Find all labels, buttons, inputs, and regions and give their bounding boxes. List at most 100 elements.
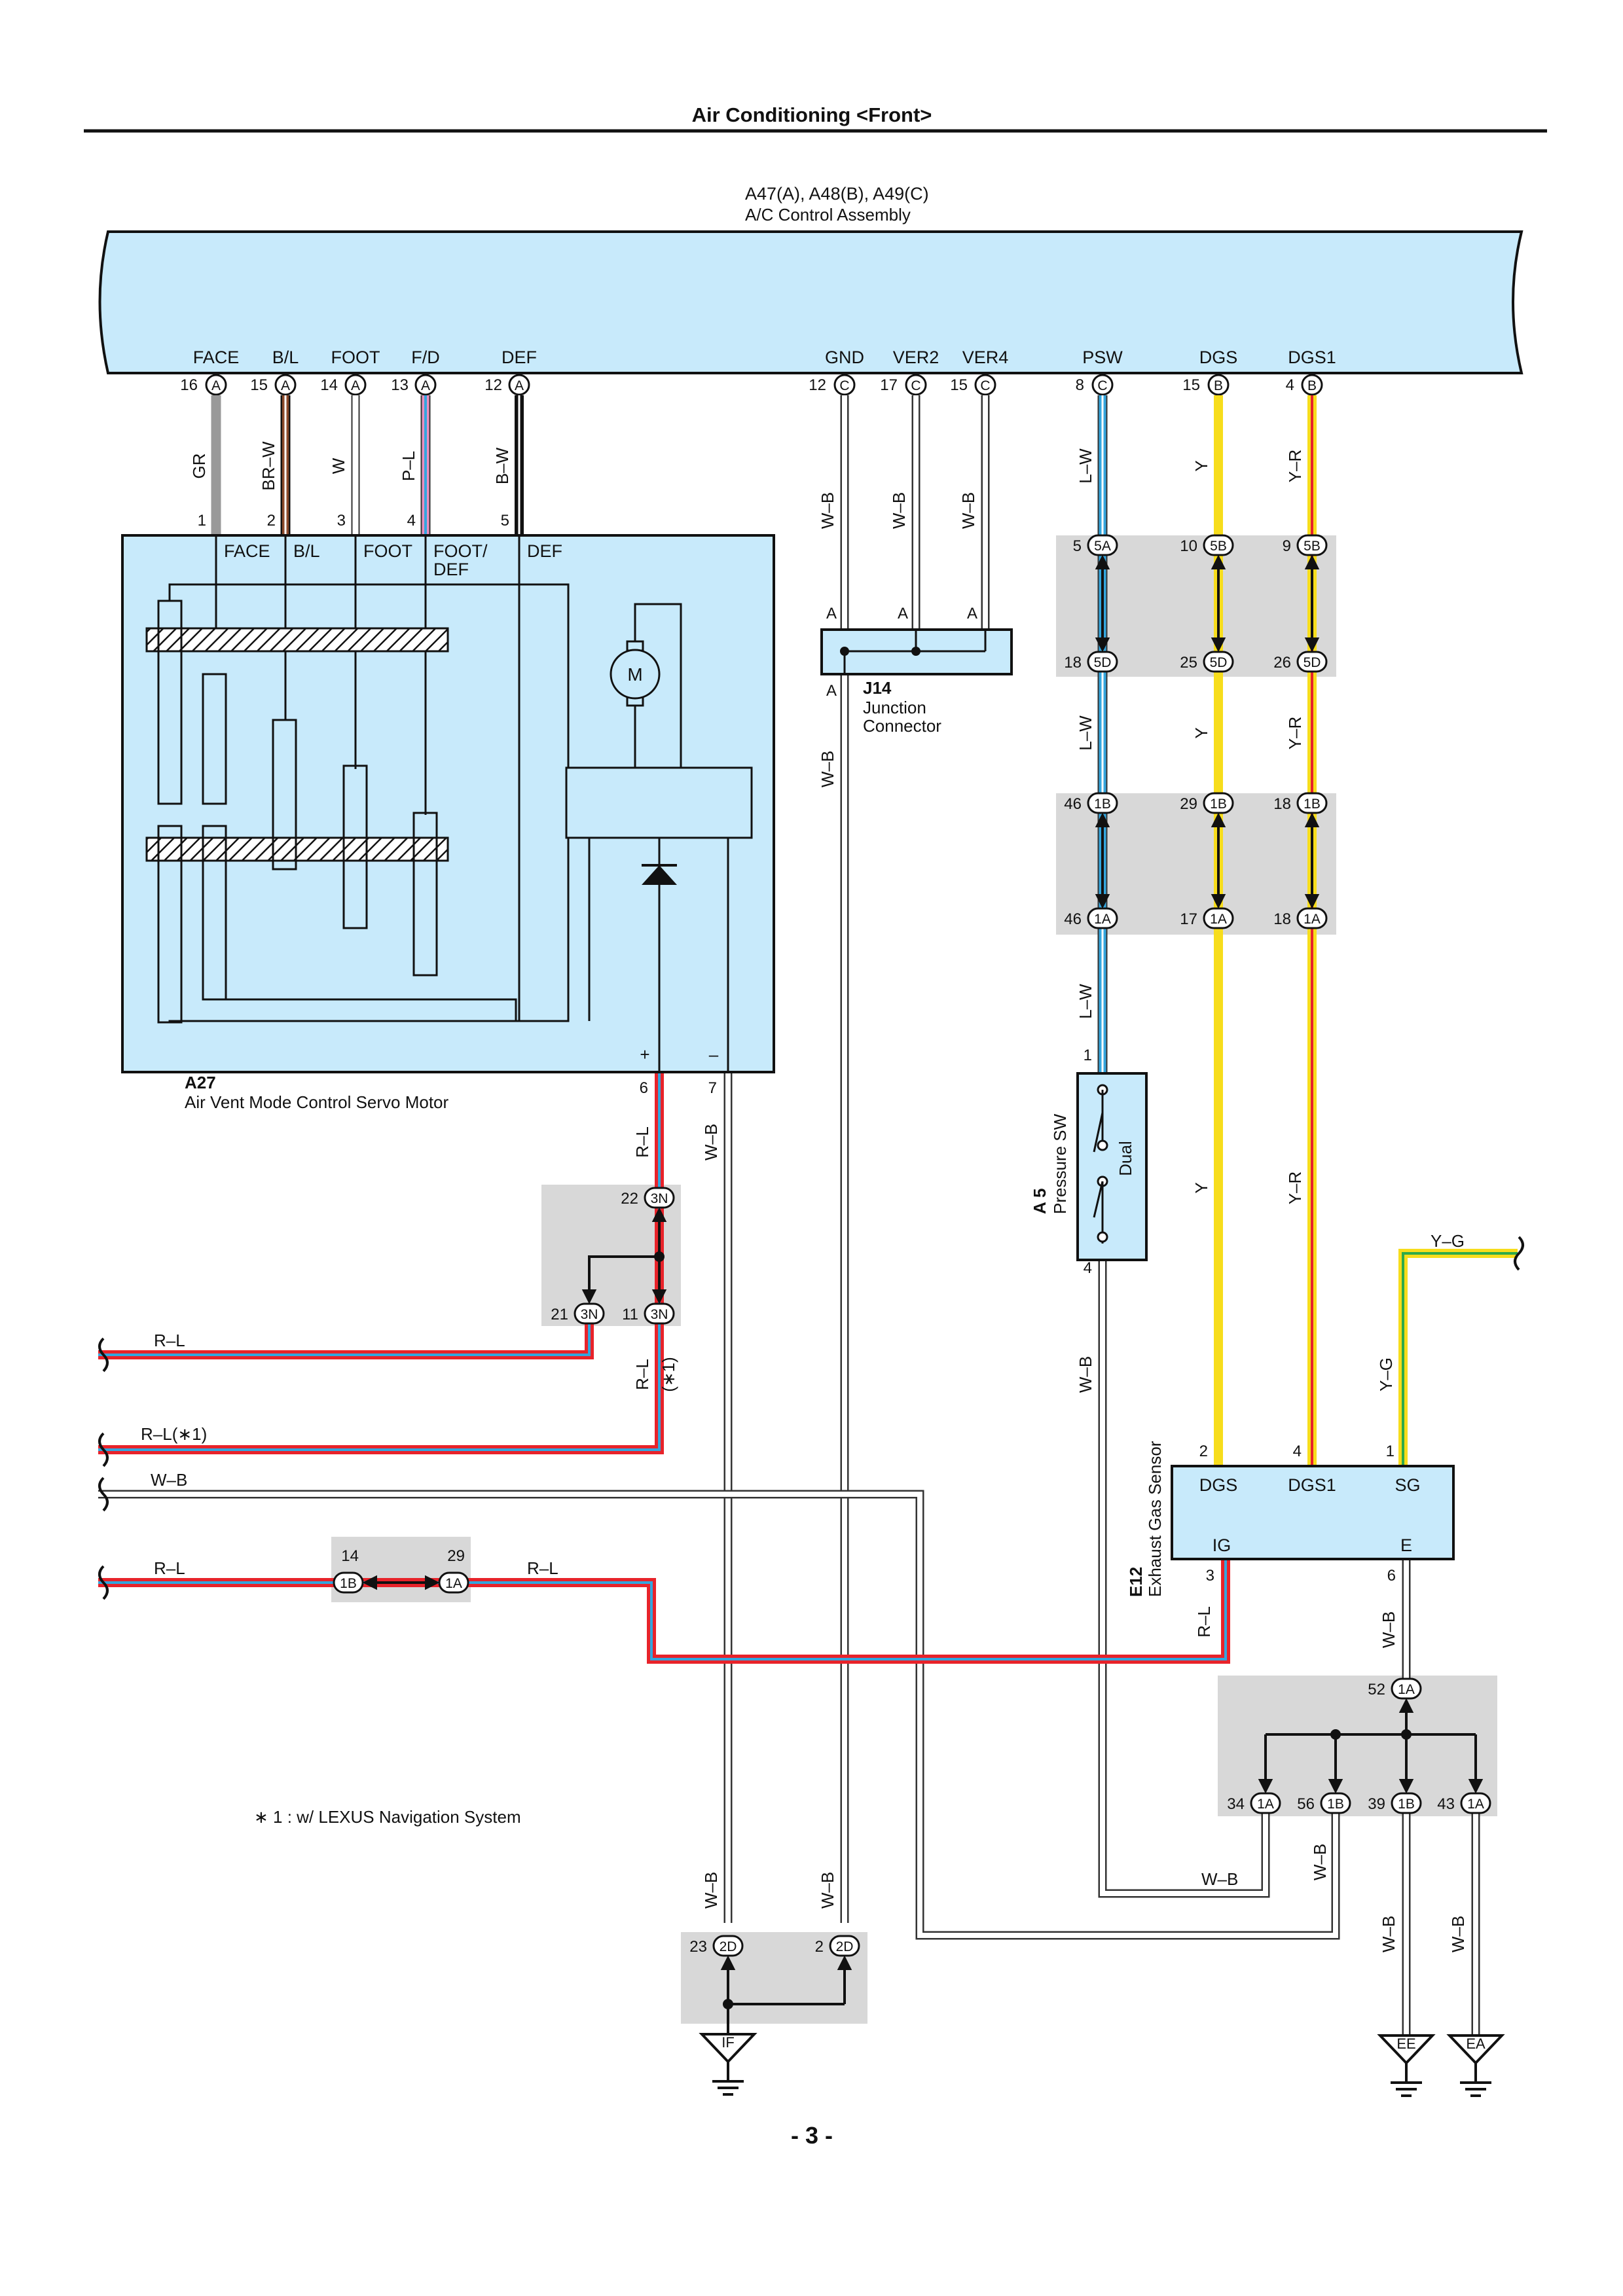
wire-label: W–B [1379,1611,1398,1648]
ground-label: EA [1466,2036,1486,2052]
switch-code: A 5 [1030,1189,1049,1215]
connector-id: 5D [1094,655,1112,670]
connector-id: 1A [1094,912,1111,927]
wire-label: R–L [154,1331,185,1350]
ground-label: IF [721,2034,735,2051]
ground-if: IF [699,2033,757,2096]
connector-pill: 5B [1203,534,1234,556]
connector-id: 1B [1398,1797,1415,1812]
wire-label: GR [189,454,209,479]
connector-pill: 1A [1391,1677,1422,1700]
wire-label: Y–R [1285,717,1305,750]
ground-ee: EE [1377,2034,1436,2097]
connector-pill: 1B [1391,1792,1422,1814]
connector-id: 1B [1304,797,1321,812]
sensor-pin: 3 [1206,1567,1214,1585]
pin-number: 46 [1064,795,1082,813]
pin-number: 5 [1073,537,1082,555]
connector-pill: 5D [1296,651,1328,673]
sensor-terminal: DGS1 [1288,1475,1336,1495]
page-title: Air Conditioning <Front> [692,103,932,126]
control-assembly-box [98,230,1523,374]
wire-label: P–L [399,451,418,481]
sensor-pin: 2 [1199,1443,1208,1460]
wire-label: Y–R [1285,1172,1305,1205]
wire-label: Y–G [1431,1231,1465,1251]
sensor-terminal: SG [1395,1475,1420,1495]
junction-pin: A [826,605,837,622]
connector-pill: 1A [1296,907,1328,929]
pressure-switch: 1 Dual 4 A 5 Pressure SW [1030,1047,1148,1277]
terminal-ver2-label: VER2 [893,348,939,367]
pin-number: 17 [880,376,898,394]
terminal-face-label: FACE [193,348,240,367]
wire-label: R–L [527,1558,558,1578]
servo-pin: 2 [267,512,276,529]
switch-pin: 4 [1084,1259,1092,1277]
junction-pin: A [898,605,908,622]
pressure-switch-box [1076,1072,1148,1261]
wire-left-3 [98,1490,1340,1940]
wire-left-1 [98,1321,594,1359]
connector-pill: 1A [1087,907,1118,929]
servo-out-pin: 6 [640,1079,648,1097]
connector-badge: A [414,374,437,396]
connector-pill: 5D [1203,651,1234,673]
page-number: - 3 - [791,2122,833,2149]
pin-number: 52 [1368,1681,1385,1698]
connector-id: 1A [1398,1682,1415,1697]
exhaust-sensor-box [1171,1465,1455,1560]
connector-pill: 1B [333,1571,364,1594]
wire-label: W–B [701,1124,721,1160]
connector-pill: 3N [644,1187,675,1209]
connector-pill: 3N [644,1302,675,1325]
pin-number: 29 [1180,795,1197,813]
sensor-terminal: E [1400,1535,1412,1555]
footnote: ∗ 1 : w/ LEXUS Navigation System [254,1807,521,1827]
pin-number: 18 [1273,795,1291,813]
switch-name: Pressure SW [1050,1113,1070,1214]
connector-id: 2D [836,1939,854,1954]
pin-number: 46 [1064,910,1082,928]
servo-pin: 3 [337,512,346,529]
switch-pin: 1 [1084,1047,1092,1064]
pin-number: 26 [1273,654,1291,672]
connector-pill: 1B [1087,792,1118,814]
pin-number: 21 [551,1306,568,1323]
pin-number: 43 [1437,1795,1455,1813]
junction-pin: A [967,605,977,622]
switch-type: Dual [1116,1141,1135,1175]
pin-number: 25 [1180,654,1197,672]
servo-pin: 4 [407,512,416,529]
contact-bar-lower [145,836,449,862]
junction-name: Junction [863,698,926,717]
connector-letter: C [1097,378,1107,393]
wire-label: W–B [1448,1916,1468,1952]
pin-number: 29 [447,1547,465,1565]
connector-badge: C [974,374,996,396]
wire-label: W–B [889,492,909,529]
terminal-gnd-label: GND [825,348,864,367]
connector-id: 1A [445,1576,462,1591]
connector-letter: C [911,378,921,393]
wire-label: W–B [818,751,837,787]
sensor-name: Exhaust Gas Sensor [1145,1441,1165,1597]
diode-icon [642,864,677,885]
sensor-pin: 4 [1293,1443,1302,1460]
pin-number: 14 [320,376,338,394]
wire-label: W–B [701,1872,721,1909]
servo-pin: 1 [198,512,206,529]
sensor-code: E12 [1126,1567,1146,1597]
connector-pill: 5B [1296,534,1328,556]
servo-minus: – [709,1045,719,1064]
junction-pin: A [826,682,837,700]
connector-letter: A [421,378,430,393]
connector-id: 1A [1210,912,1227,927]
wire-labels: GR BR–W W P–L B–W W–B W–B W–B L–W Y Y–R … [189,441,1468,1952]
servo-input-fd: FOOT/ [433,541,488,561]
connector-badge: A [205,374,227,396]
connector-id: 2D [720,1939,737,1954]
connector-pill: 5A [1087,534,1118,556]
pin-number: 15 [950,376,968,394]
connector-id: 1B [1327,1797,1344,1812]
